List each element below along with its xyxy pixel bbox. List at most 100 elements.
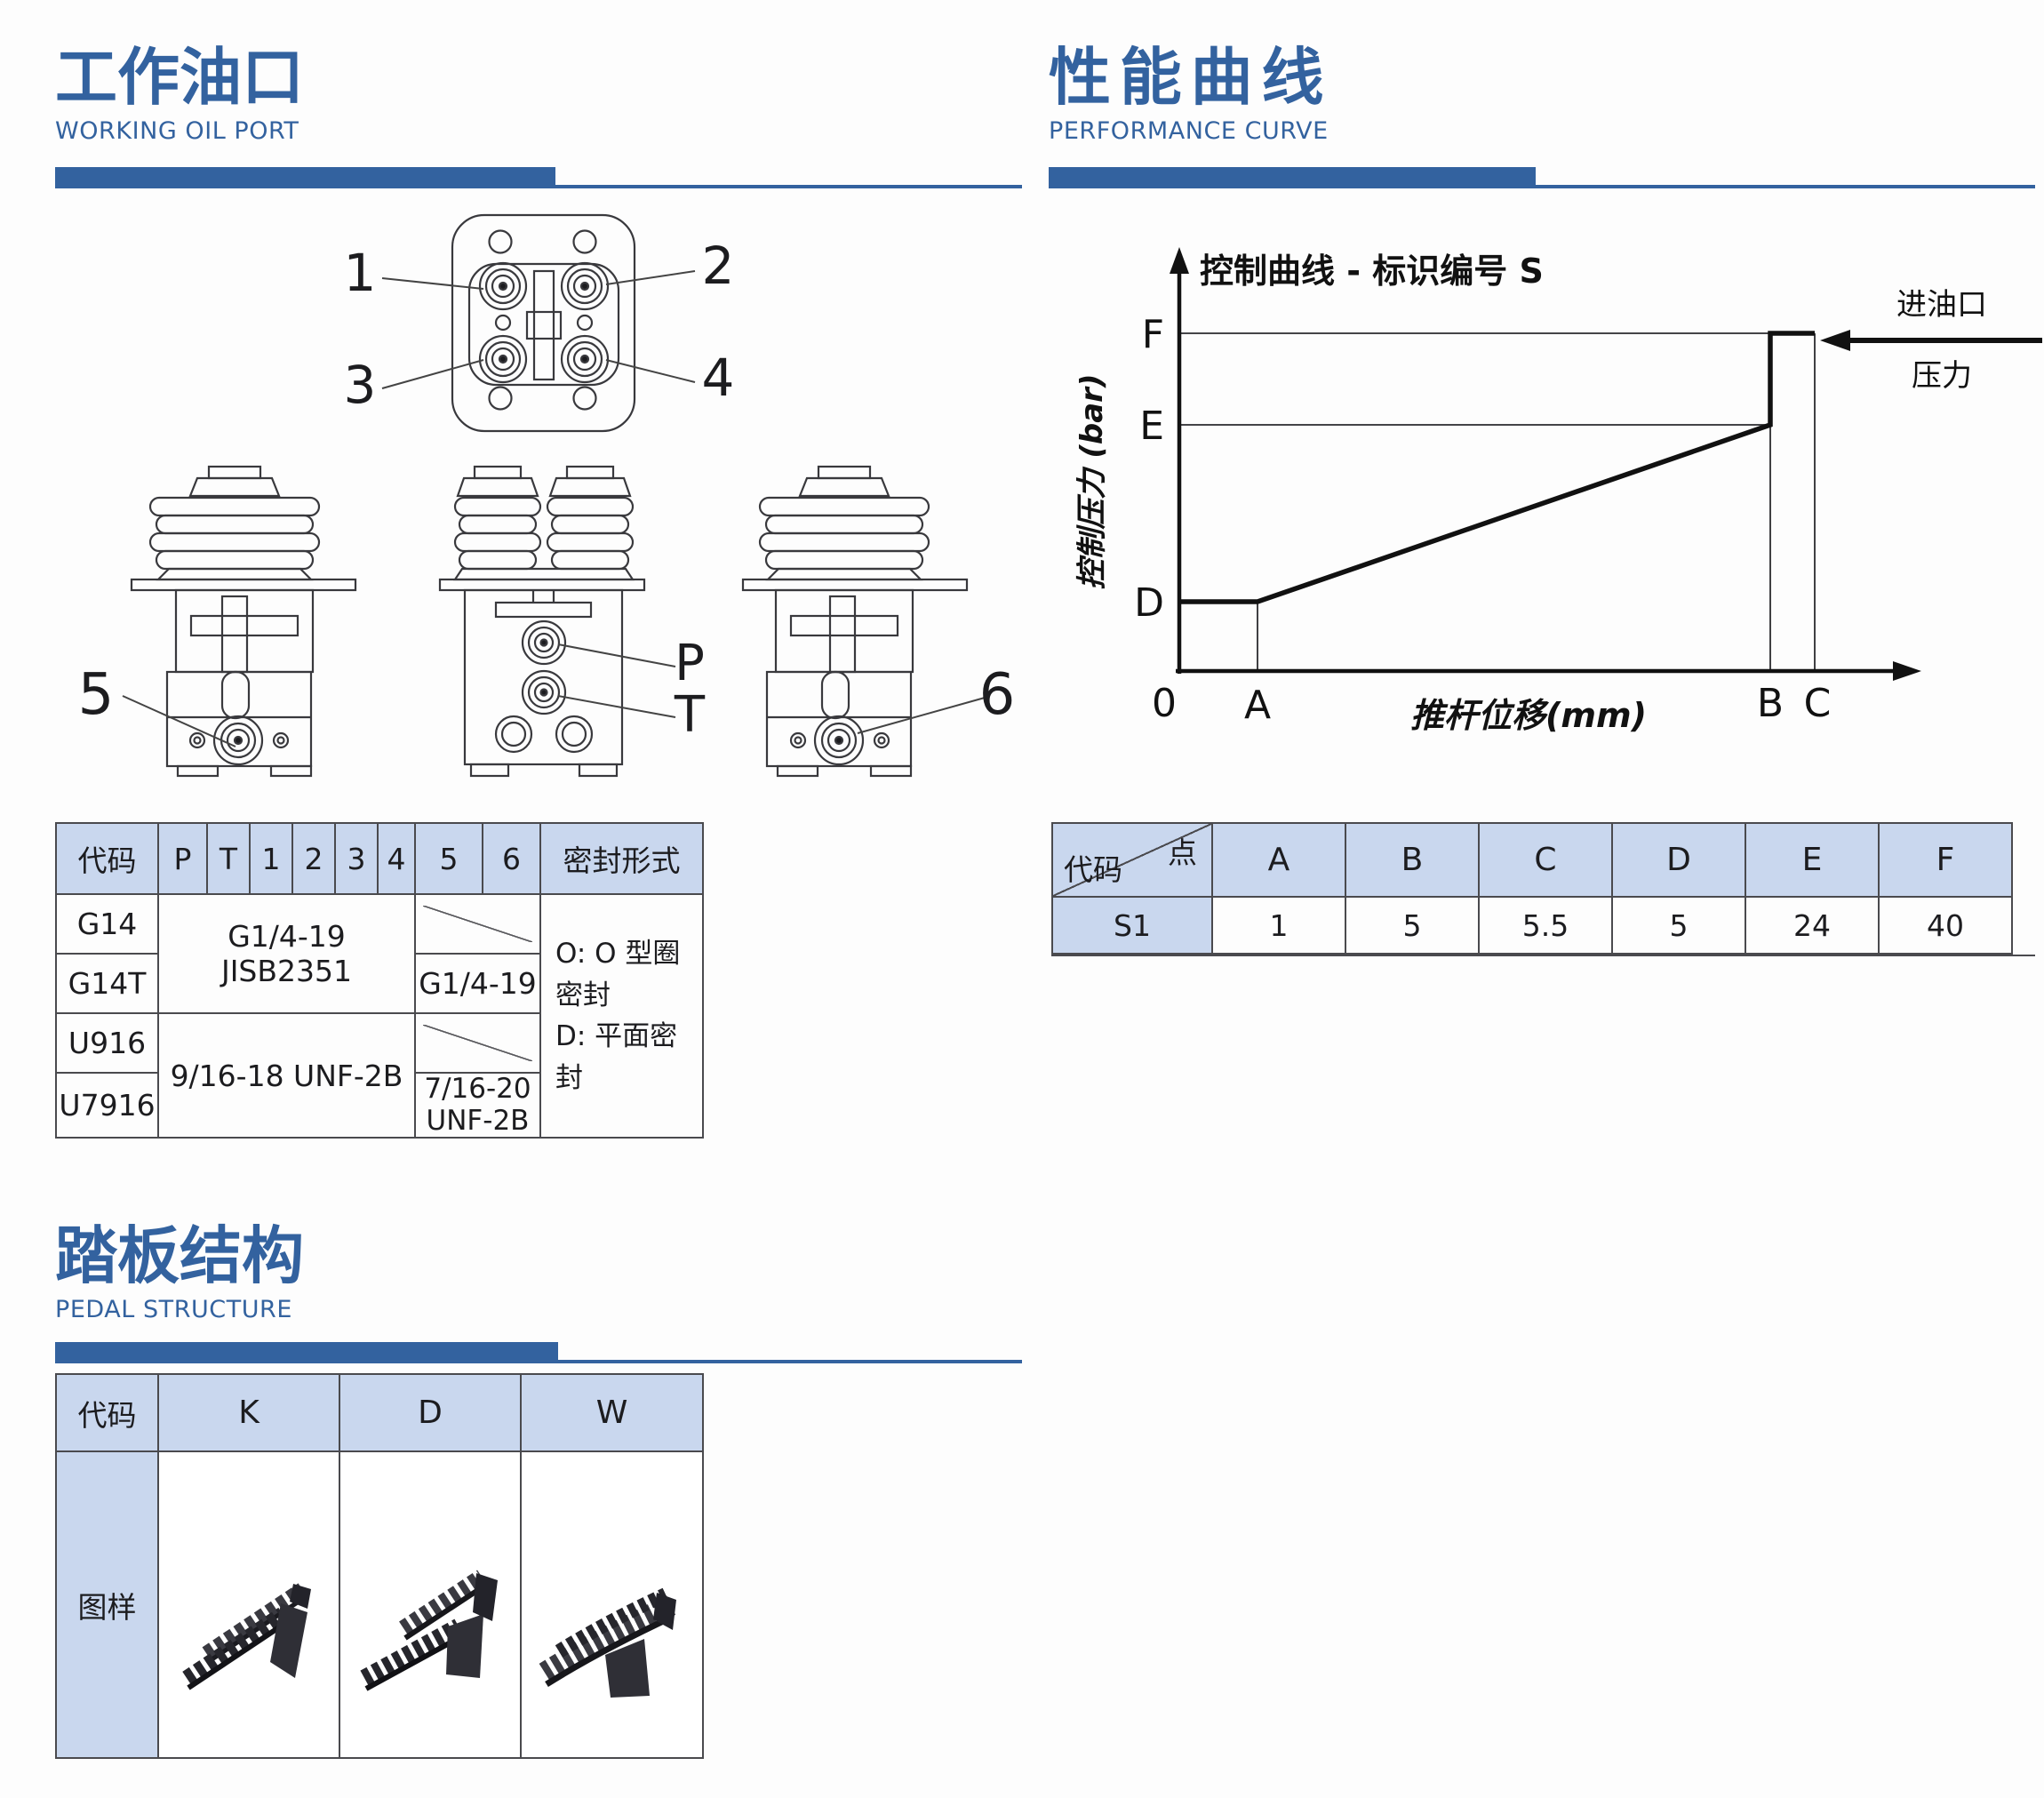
small-hole bbox=[494, 314, 512, 332]
col-header-T: T bbox=[206, 822, 251, 895]
port-3 bbox=[478, 334, 528, 384]
inlet-note-line1: 进油口 bbox=[1896, 287, 1987, 323]
side-view-right bbox=[741, 465, 969, 778]
section-header-pedal-structure: 踏板结构 PEDAL STRUCTURE bbox=[55, 1225, 304, 1323]
port-2 bbox=[560, 261, 610, 311]
chart-axes bbox=[1176, 270, 1900, 674]
xtick-B: B bbox=[1757, 681, 1784, 726]
ytick-F: F bbox=[1142, 312, 1164, 357]
table-row: G14 G1/4-19 JISB2351 O: O 型圈密封 D: 平面密封 bbox=[55, 892, 704, 1139]
seal-line2: D: 平面密封 bbox=[555, 1020, 678, 1094]
section-title-zh: 踏板结构 bbox=[55, 1219, 304, 1292]
pedal-d-illustration bbox=[360, 1569, 498, 1691]
xtick-0: 0 bbox=[1152, 681, 1177, 726]
seal-type-cell: O: O 型圈密封 D: 平面密封 bbox=[539, 892, 704, 1139]
curve-code-cell: S1 bbox=[1051, 896, 1213, 955]
pedal-col-D: D bbox=[339, 1373, 522, 1452]
table-row: G14T G1/4-19 bbox=[55, 953, 703, 1014]
chart-reference-lines bbox=[1179, 332, 1816, 671]
corner-header-cell: 代码 点 bbox=[1051, 822, 1213, 898]
top-view-body bbox=[467, 262, 620, 387]
pedal-table: 代码 K D W 图样 bbox=[55, 1373, 704, 1759]
pedal-row-label: 图样 bbox=[55, 1450, 159, 1759]
performance-curve-chart: 控制曲线 - 标识编号 S F E D 0 A B C 控制压力 (bar) 推… bbox=[1074, 247, 2042, 735]
y-axis-arrow bbox=[1170, 247, 1189, 274]
port-label-t: T bbox=[674, 686, 706, 744]
corner-point-label: 点 bbox=[1168, 835, 1197, 870]
bolt-hole bbox=[572, 229, 597, 254]
inlet-pressure-annotation: 进油口 压力 bbox=[1820, 287, 2042, 394]
value-A: 1 bbox=[1211, 896, 1346, 955]
accent-bar bbox=[1049, 167, 1536, 188]
bolt-hole bbox=[488, 386, 513, 411]
col-header-1: 1 bbox=[249, 822, 293, 895]
accent-bar bbox=[55, 167, 555, 188]
slash-mark bbox=[423, 1024, 532, 1062]
port-label-p: P bbox=[675, 635, 705, 692]
col-header-P: P bbox=[157, 822, 208, 895]
section-title-zh: 工作油口 bbox=[55, 41, 304, 114]
col-header-6: 6 bbox=[482, 822, 541, 895]
accent-bar-thin bbox=[555, 185, 1022, 188]
value-B: 5 bbox=[1345, 896, 1480, 955]
corner-code-label: 代码 bbox=[1064, 852, 1122, 887]
port56-line2: UNF-2B bbox=[426, 1104, 530, 1137]
na-slash-cell bbox=[414, 1012, 541, 1074]
port-1 bbox=[478, 261, 528, 311]
pedal-image-K bbox=[157, 1450, 340, 1759]
top-view-flange bbox=[451, 213, 636, 433]
col-header-2: 2 bbox=[291, 822, 336, 895]
port-label-3: 3 bbox=[344, 355, 377, 415]
xtick-C: C bbox=[1804, 681, 1832, 726]
section-title-en: PEDAL STRUCTURE bbox=[55, 1296, 292, 1323]
section-title-en: PERFORMANCE CURVE bbox=[1049, 117, 1329, 145]
port56-cell: 7/16-20 UNF-2B bbox=[414, 1071, 541, 1139]
table-underline bbox=[1051, 955, 2035, 956]
seal-line1: O: O 型圈密封 bbox=[555, 938, 681, 1011]
chart-title: 控制曲线 - 标识编号 S bbox=[1200, 252, 1544, 291]
na-slash-cell bbox=[414, 893, 541, 955]
ports-table: 代码 P T 1 2 3 4 5 6 密封形式 G14 G1/4-19 JISB… bbox=[55, 822, 704, 1139]
bolt-hole bbox=[488, 229, 513, 254]
section-title-en: WORKING OIL PORT bbox=[55, 117, 299, 145]
pedal-w-illustration bbox=[539, 1587, 676, 1698]
port-p bbox=[521, 619, 567, 666]
accent-bar-thin bbox=[1536, 185, 2035, 188]
accent-bar-thin bbox=[558, 1360, 1022, 1363]
center-block bbox=[525, 310, 563, 340]
port-label-1: 1 bbox=[344, 243, 377, 303]
table-row: U7916 7/16-20 UNF-2B bbox=[55, 1071, 703, 1139]
thread-u-cell: 9/16-18 UNF-2B bbox=[157, 1011, 416, 1139]
y-axis-label: 控制压力 (bar) bbox=[1074, 374, 1110, 590]
pedal-col-K: K bbox=[157, 1373, 340, 1452]
section-header-performance-curve: 性能曲线 PERFORMANCE CURVE bbox=[1049, 46, 1332, 145]
leader-lines bbox=[122, 270, 986, 747]
slash-mark bbox=[423, 905, 532, 943]
table-row: S1 1 5 5.5 5 24 40 bbox=[1051, 896, 2013, 955]
x-axis-arrow bbox=[1893, 661, 1921, 681]
chart-curve bbox=[1179, 331, 1815, 604]
port56-line1: 7/16-20 bbox=[424, 1073, 531, 1105]
pedal-image-W bbox=[520, 1450, 704, 1759]
port-label-6: 6 bbox=[979, 662, 1016, 728]
value-D: 5 bbox=[1611, 896, 1746, 955]
x-axis-label: 推杆位移(mm) bbox=[1410, 696, 1647, 735]
xtick-A: A bbox=[1244, 683, 1271, 728]
port56-cell: G1/4-19 bbox=[414, 953, 541, 1014]
col-header-4: 4 bbox=[377, 822, 416, 895]
port-4 bbox=[560, 334, 610, 384]
table-row: U916 9/16-18 UNF-2B bbox=[55, 1011, 703, 1139]
section-header-working-oil-port: 工作油口 WORKING OIL PORT bbox=[55, 46, 304, 145]
port-t bbox=[521, 669, 567, 715]
thread-g-cell: G1/4-19 JISB2351 bbox=[157, 893, 416, 1014]
section-title-zh: 性能曲线 bbox=[1049, 41, 1333, 114]
code-cell: U916 bbox=[55, 1012, 159, 1074]
value-E: 24 bbox=[1745, 896, 1880, 955]
col-header-B: B bbox=[1345, 822, 1480, 898]
value-F: 40 bbox=[1878, 896, 2013, 955]
ytick-D: D bbox=[1134, 580, 1164, 626]
port-label-2: 2 bbox=[702, 236, 735, 296]
code-cell: G14T bbox=[55, 953, 159, 1014]
code-cell: G14 bbox=[55, 893, 159, 955]
